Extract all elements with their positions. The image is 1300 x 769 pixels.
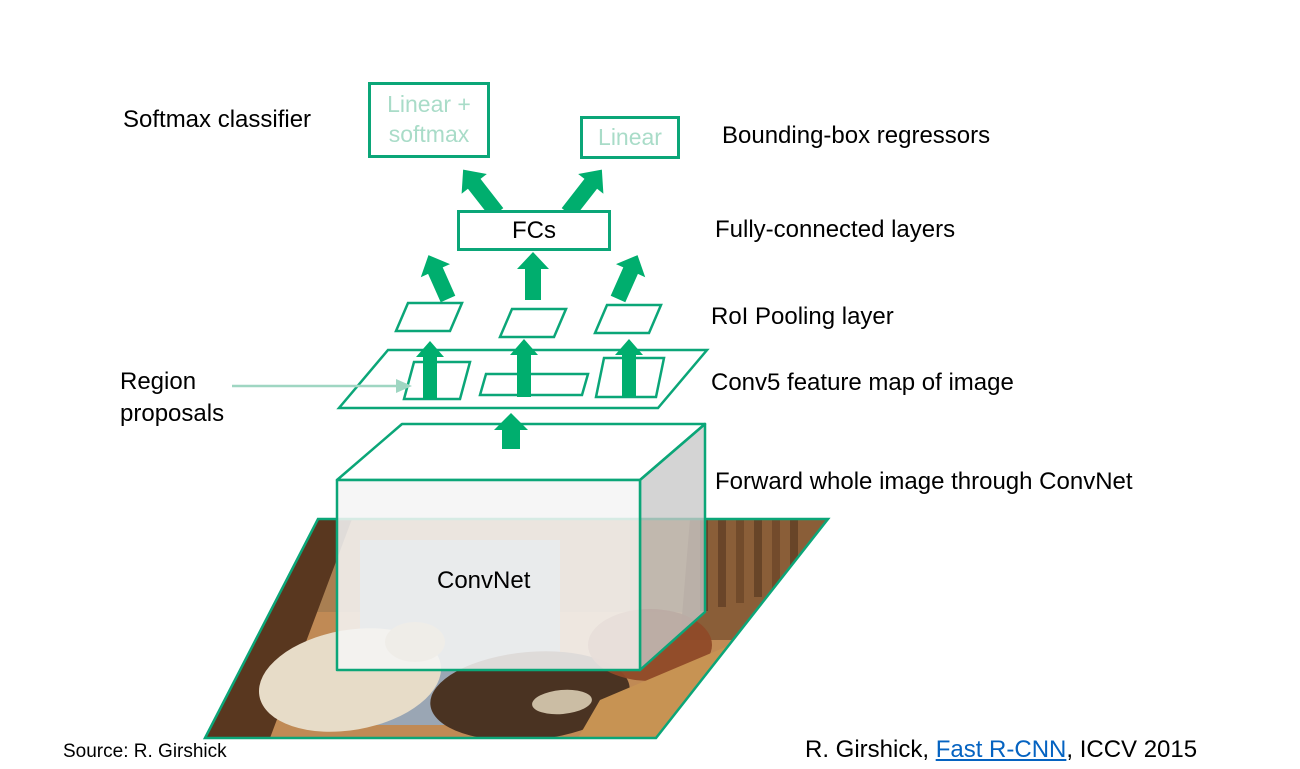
arrow-roi-to-fcs-right (603, 248, 653, 306)
convnet-front-face (335, 478, 642, 672)
source-credit: Source: R. Girshick (63, 741, 227, 762)
feature-map-proposal-middle (478, 372, 590, 397)
feature-map-proposal-right (594, 356, 666, 399)
convnet-label: ConvNet (437, 567, 531, 594)
citation-suffix: , ICCV 2015 (1066, 736, 1198, 763)
fully-connected-layers-label: Fully-connected layers (715, 216, 956, 243)
forward-convnet-label: Forward whole image through ConvNet (715, 468, 1133, 495)
citation: R. Girshick, Fast R-CNN, ICCV 2015 (805, 736, 1197, 764)
roi-output-right (593, 303, 663, 335)
convnet-3d-box (335, 422, 707, 672)
arrow-roi-to-fcs-middle (517, 252, 549, 300)
linear-box: Linear (580, 116, 680, 159)
softmax-classifier-label: Softmax classifier (123, 106, 312, 133)
citation-prefix: R. Girshick, (805, 736, 936, 763)
region-proposals-arrow (232, 379, 412, 393)
bounding-box-regressors-label: Bounding-box regressors (722, 122, 991, 149)
conv5-feature-map-label: Conv5 feature map of image (711, 369, 1014, 396)
region-proposals-label: Region proposals (120, 368, 225, 428)
roi-pooling-label: RoI Pooling layer (711, 303, 894, 330)
linear-softmax-box: Linear + softmax (368, 82, 490, 158)
fast-rcnn-link[interactable]: Fast R-CNN (935, 736, 1067, 763)
roi-output-middle (498, 307, 568, 339)
arrow-roi-to-fcs-left (413, 248, 463, 306)
roi-output-left (394, 301, 464, 333)
fcs-box: FCs (457, 210, 611, 251)
